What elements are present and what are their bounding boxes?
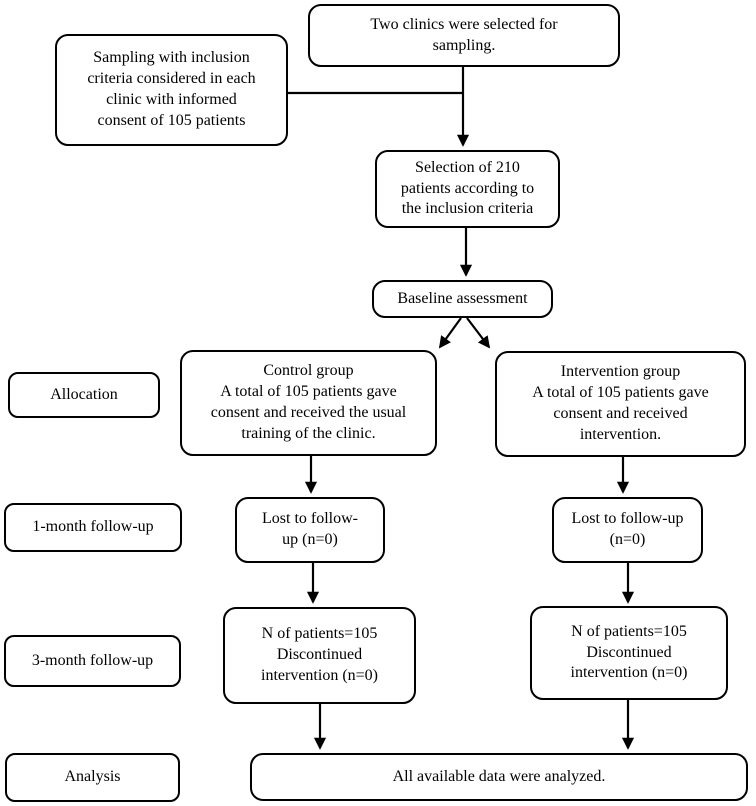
node-intervention-group: Intervention group A total of 105 patien… <box>495 351 746 457</box>
node-npatients-control: N of patients=105 Discontinued intervent… <box>223 607 416 704</box>
node-baseline-assessment: Baseline assessment <box>372 280 553 318</box>
connector-baseline-to-control <box>438 317 462 349</box>
node-sampling-criteria: Sampling with inclusion criteria conside… <box>55 34 288 146</box>
node-selection-210: Selection of 210 patients according to t… <box>375 150 560 228</box>
connector-baseline-to-intervention <box>466 317 491 349</box>
node-lost-followup-intervention: Lost to follow-up (n=0) <box>552 497 703 563</box>
node-two-clinics: Two clinics were selected for sampling. <box>308 4 620 67</box>
node-lost-followup-control: Lost to follow- up (n=0) <box>235 497 385 563</box>
stage-label-allocation: Allocation <box>8 372 160 418</box>
stage-label-analysis: Analysis <box>5 753 180 802</box>
stage-label-1-month-followup: 1-month follow-up <box>4 503 182 552</box>
node-npatients-intervention: N of patients=105 Discontinued intervent… <box>530 606 728 700</box>
node-data-analyzed: All available data were analyzed. <box>250 753 748 801</box>
node-control-group: Control group A total of 105 patients ga… <box>180 350 437 456</box>
stage-label-3-month-followup: 3-month follow-up <box>4 635 181 687</box>
